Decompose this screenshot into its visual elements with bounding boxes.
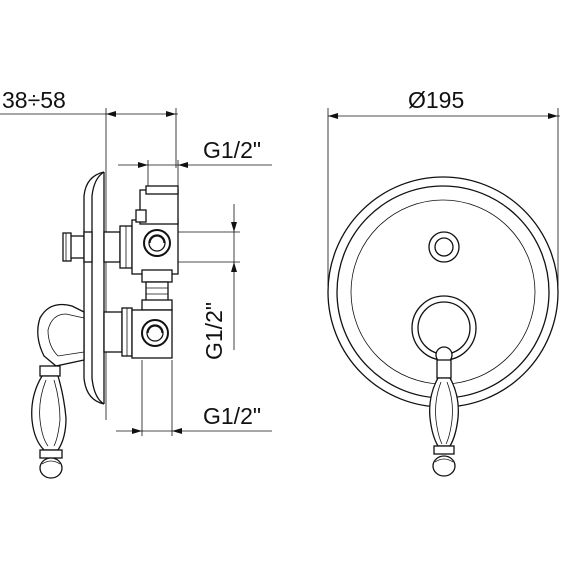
diameter-dimension: Ø195 xyxy=(327,87,560,286)
diverter-button-front xyxy=(428,231,460,263)
diameter-label: Ø195 xyxy=(408,87,464,113)
handle-rosette-front xyxy=(411,295,477,361)
diverter-knob xyxy=(62,231,93,263)
thread-middle-dimension: G1/2" xyxy=(178,204,240,360)
thread-bottom-label: G1/2" xyxy=(203,403,261,429)
thread-middle-label: G1/2" xyxy=(201,302,227,360)
thread-top-dimension: G1/2" xyxy=(118,137,272,200)
thread-top-label: G1/2" xyxy=(203,137,261,163)
side-view: 38÷58 G1/2" G1/2" G1/2" xyxy=(0,87,272,479)
depth-range-label: 38÷58 xyxy=(2,87,66,113)
depth-dimension: 38÷58 xyxy=(0,87,178,420)
lever-handle-front xyxy=(429,346,459,477)
lower-valve-body xyxy=(103,307,173,359)
thread-bottom-dimension: G1/2" xyxy=(116,360,272,436)
connector-pipe xyxy=(141,269,173,311)
upper-valve-body xyxy=(103,185,179,275)
lever-handle-side xyxy=(31,303,85,479)
wall-plate-profile xyxy=(83,171,105,405)
front-view: Ø195 xyxy=(327,87,560,477)
